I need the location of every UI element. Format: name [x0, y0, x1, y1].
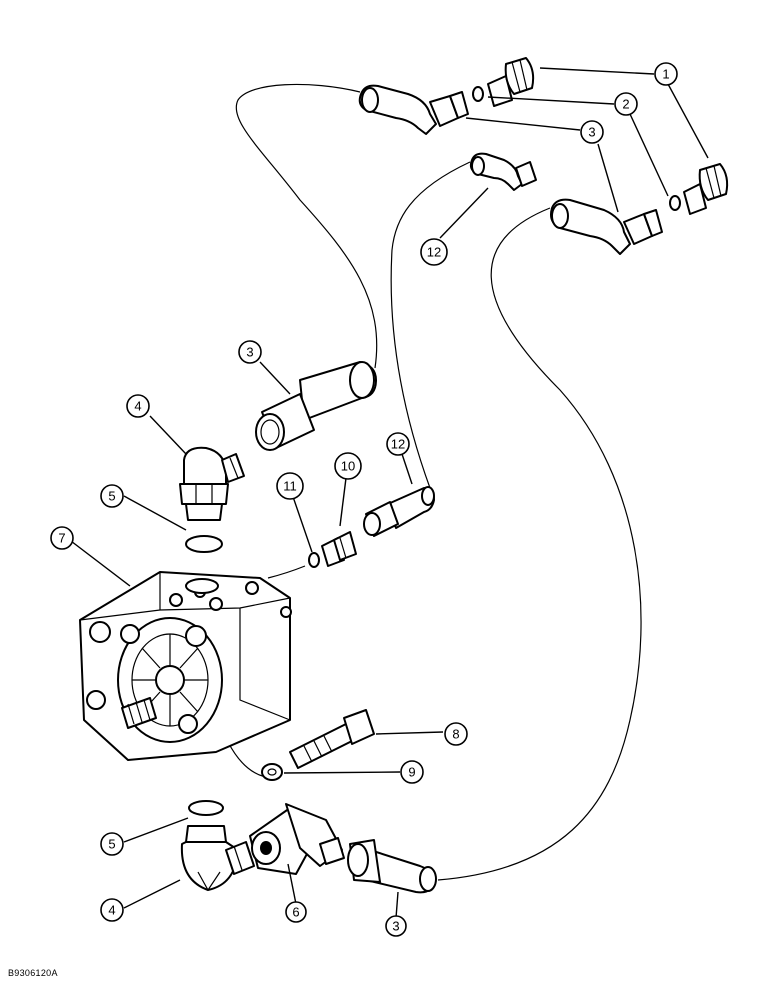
- small-hose-elbow-top: [469, 152, 537, 191]
- svg-text:9: 9: [408, 765, 415, 780]
- o-ring-right: [669, 195, 681, 211]
- hose-elbow-upper-left: [358, 84, 469, 135]
- document-code: B9306120A: [8, 968, 58, 978]
- o-ring-upper: [472, 86, 484, 102]
- callout-6: 6: [285, 901, 307, 923]
- o-ring-lower-pump: [188, 800, 224, 816]
- callout-12: 12: [386, 432, 410, 456]
- svg-text:10: 10: [341, 459, 355, 474]
- svg-text:6: 6: [292, 905, 299, 920]
- callout-5: 5: [100, 484, 124, 508]
- svg-text:3: 3: [392, 919, 399, 934]
- elbow-fitting-lower: [180, 825, 255, 892]
- svg-text:5: 5: [108, 489, 115, 504]
- o-ring-small: [308, 552, 320, 568]
- callout-11: 11: [276, 472, 304, 500]
- svg-text:4: 4: [108, 903, 115, 918]
- svg-text:12: 12: [427, 245, 441, 260]
- callout-3: 3: [385, 915, 407, 937]
- svg-text:11: 11: [283, 479, 297, 494]
- callout-5: 5: [100, 832, 124, 856]
- callout-4: 4: [126, 394, 150, 418]
- svg-text:3: 3: [246, 345, 253, 360]
- svg-text:7: 7: [58, 531, 65, 546]
- callout-10: 10: [334, 452, 362, 480]
- elbow-fitting-upper: [179, 446, 245, 521]
- hose-end-middle: [255, 361, 377, 451]
- hose-end-lower: [347, 839, 437, 894]
- leader-lines: [66, 67, 709, 919]
- callout-12: 12: [420, 238, 448, 266]
- hose-elbow-upper-right: [550, 198, 663, 255]
- svg-text:2: 2: [622, 97, 629, 112]
- washer: [261, 763, 283, 781]
- svg-text:12: 12: [391, 437, 405, 452]
- svg-text:4: 4: [134, 399, 141, 414]
- callout-9: 9: [400, 760, 424, 784]
- hydraulic-pump: [79, 571, 292, 761]
- hose-routing-lines: [227, 83, 642, 881]
- callout-3: 3: [580, 120, 604, 144]
- svg-text:1: 1: [662, 67, 669, 82]
- connector-fitting: [321, 531, 357, 567]
- svg-text:3: 3: [588, 125, 595, 140]
- callout-8: 8: [444, 722, 468, 746]
- callout-7: 7: [50, 526, 74, 550]
- o-ring-upper-pump: [185, 535, 223, 553]
- callout-2: 2: [614, 92, 638, 116]
- callout-3: 3: [238, 340, 262, 364]
- callout-4: 4: [100, 898, 124, 922]
- callout-1: 1: [654, 62, 678, 86]
- swivel-elbow: [249, 803, 345, 875]
- hose-end-small: [363, 486, 435, 537]
- adapter-fitting-right: [683, 163, 729, 215]
- svg-text:5: 5: [108, 837, 115, 852]
- bolt: [289, 709, 375, 769]
- svg-text:8: 8: [452, 727, 459, 742]
